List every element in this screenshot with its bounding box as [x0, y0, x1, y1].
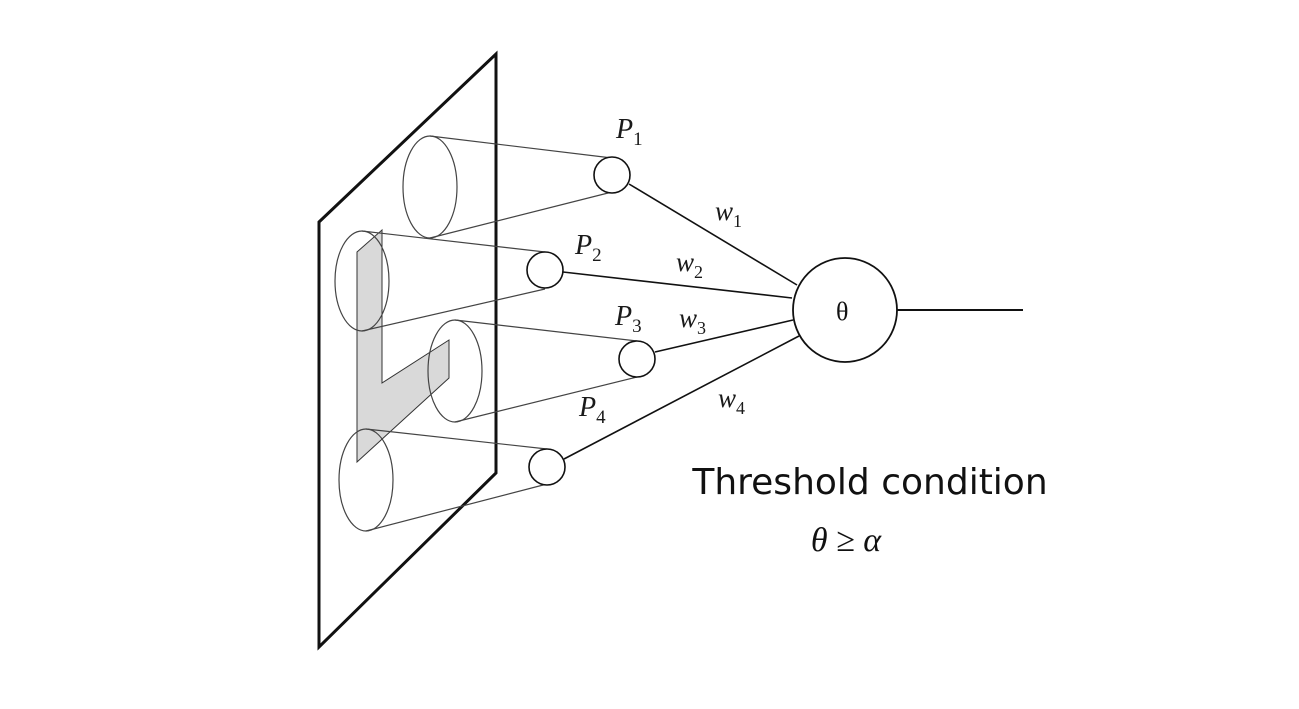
- receptive-field-4: [338, 428, 548, 532]
- receptor-node-2: [526, 251, 564, 289]
- l-shape-stimulus: [356, 228, 450, 464]
- receptor-label-1: P1: [615, 114, 643, 150]
- retina-plane: [317, 50, 498, 651]
- threshold-caption: Threshold condition: [691, 462, 1047, 503]
- receptive-field-2: [334, 230, 546, 332]
- receptor-node-1: [593, 156, 631, 194]
- receptor-node-3: [618, 340, 656, 378]
- receptive-field-3: [427, 319, 638, 423]
- weight-label-1: w1: [715, 196, 742, 231]
- weight-label-3: w3: [679, 303, 706, 338]
- receptor-label-2: P2: [574, 230, 602, 266]
- connection-4: [563, 335, 800, 460]
- threshold-formula: θ ≥ α: [811, 522, 882, 559]
- connection-1: [628, 183, 798, 286]
- receptive-field-1: [402, 135, 613, 239]
- receptor-node-4: [528, 448, 566, 486]
- neuron-label: θ: [836, 297, 848, 326]
- receptor-label-4: P4: [578, 392, 606, 428]
- weight-label-2: w2: [676, 247, 703, 282]
- connection-3: [654, 319, 794, 353]
- weight-label-4: w4: [718, 383, 745, 418]
- receptor-label-3: P3: [614, 301, 642, 337]
- connection-2: [562, 271, 793, 299]
- weighted-connections: [562, 183, 800, 460]
